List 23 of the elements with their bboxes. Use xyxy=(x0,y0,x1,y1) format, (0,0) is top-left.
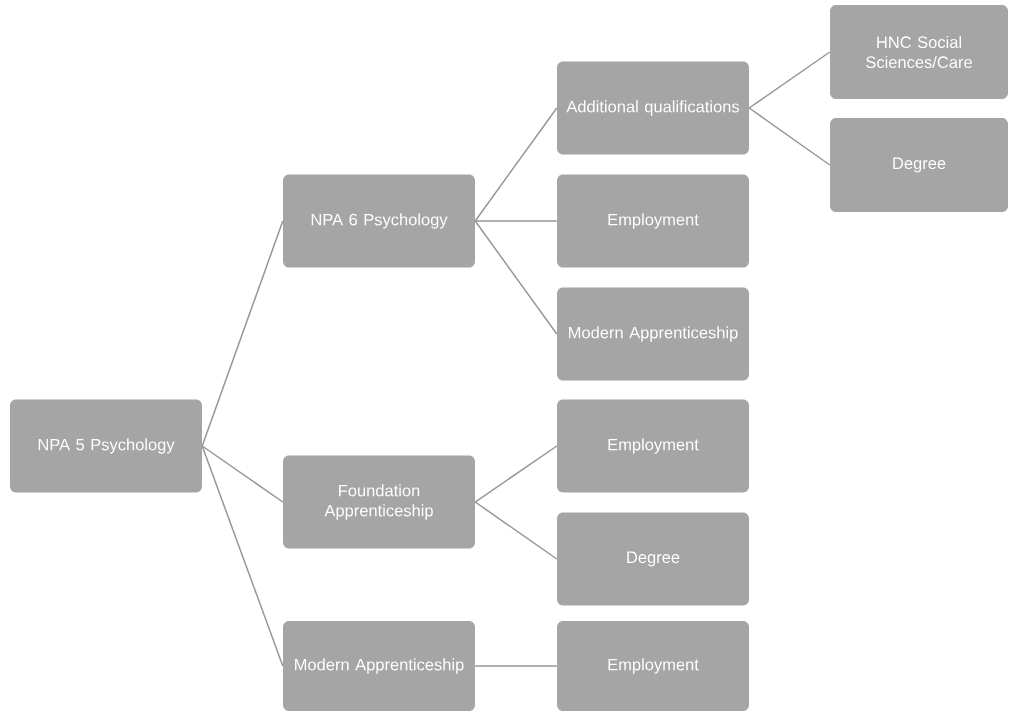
connector-line xyxy=(474,665,558,667)
connector-line xyxy=(474,445,558,503)
box: Employment xyxy=(557,399,749,493)
connector-line xyxy=(748,51,831,109)
box: Modern Apprenticeship xyxy=(557,287,749,381)
connector-line xyxy=(474,107,558,222)
box: Degree xyxy=(830,118,1008,212)
box: Foundation Apprenticeship xyxy=(283,455,475,549)
box: Employment xyxy=(557,621,749,711)
connector-line xyxy=(201,445,284,503)
connector-line xyxy=(474,220,558,222)
connector-line xyxy=(748,107,831,166)
box: Additional qualifications xyxy=(557,61,749,155)
connector-line xyxy=(474,501,558,560)
box: NPA 5 Psychology xyxy=(10,399,202,493)
connector-line xyxy=(474,220,558,335)
box: NPA 6 Psychology xyxy=(283,174,475,268)
box: HNC Social Sciences/Care xyxy=(830,5,1008,99)
connector-line xyxy=(201,445,284,667)
box: Degree xyxy=(557,512,749,606)
box: Modern Apprenticeship xyxy=(283,621,475,711)
connector-line xyxy=(201,220,284,447)
box: Employment xyxy=(557,174,749,268)
